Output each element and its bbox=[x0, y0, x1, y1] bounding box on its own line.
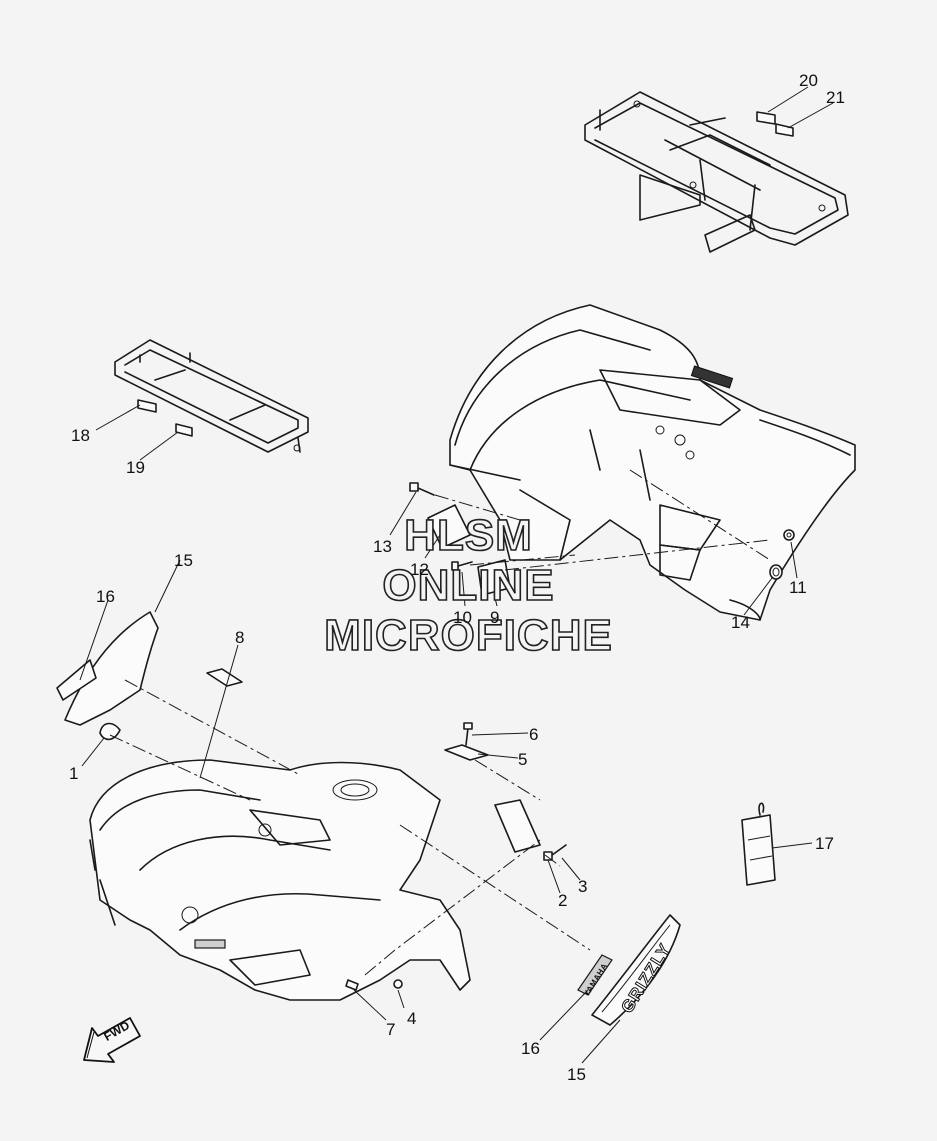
rear-carrier bbox=[584, 91, 849, 253]
callout-15-right: 15 bbox=[567, 1065, 586, 1084]
callout-1: 1 bbox=[69, 764, 79, 783]
clip-7 bbox=[345, 979, 359, 991]
tag-17 bbox=[741, 802, 776, 886]
callout-21: 21 bbox=[826, 88, 845, 107]
washer-11 bbox=[783, 529, 795, 541]
fwd-arrow-icon bbox=[83, 1017, 141, 1063]
bolt-3 bbox=[543, 844, 567, 861]
plate-5 bbox=[444, 744, 489, 761]
callout-12: 12 bbox=[410, 560, 429, 579]
bolt-6 bbox=[463, 722, 473, 746]
rear-fender bbox=[449, 304, 856, 621]
bolt-13 bbox=[409, 482, 435, 496]
watermark-line-2: ONLINE bbox=[382, 561, 555, 610]
callout-9: 9 bbox=[490, 608, 500, 627]
callout-5: 5 bbox=[518, 750, 528, 769]
decal-15-right bbox=[591, 914, 681, 1026]
callout-17: 17 bbox=[815, 834, 834, 853]
callout-4: 4 bbox=[407, 1009, 417, 1028]
callout-16-right: 16 bbox=[521, 1039, 540, 1058]
callout-11: 11 bbox=[789, 578, 807, 597]
callout-7: 7 bbox=[386, 1020, 396, 1039]
side-decal-15-left bbox=[56, 611, 159, 726]
callout-14: 14 bbox=[731, 613, 750, 632]
panel-2 bbox=[494, 799, 541, 853]
grommet-4 bbox=[393, 979, 403, 989]
callout-20: 20 bbox=[799, 71, 818, 90]
front-carrier bbox=[114, 339, 309, 453]
callout-8: 8 bbox=[235, 628, 245, 647]
callout-3: 3 bbox=[578, 877, 588, 896]
front-fender bbox=[89, 759, 471, 1001]
decal-8 bbox=[206, 668, 243, 687]
assembly-lines bbox=[109, 469, 771, 976]
watermark-line-1: HLSM bbox=[403, 511, 533, 560]
callout-6: 6 bbox=[529, 725, 539, 744]
front-carrier-decal-18-19 bbox=[137, 399, 193, 437]
plug-14 bbox=[769, 564, 783, 580]
watermark-line-3: MICROFICHE bbox=[323, 611, 613, 660]
callout-16-left: 16 bbox=[96, 587, 115, 606]
callout-15-left: 15 bbox=[174, 551, 193, 570]
callout-13: 13 bbox=[373, 537, 392, 556]
callout-10: 10 bbox=[453, 608, 472, 627]
bolt-10 bbox=[451, 561, 473, 571]
leader-lines bbox=[79, 86, 834, 1064]
callout-2: 2 bbox=[558, 891, 568, 910]
emblem-1 bbox=[99, 722, 121, 741]
callout-18: 18 bbox=[71, 426, 90, 445]
carrier-decal-20-21 bbox=[756, 111, 794, 137]
callout-19: 19 bbox=[126, 458, 145, 477]
